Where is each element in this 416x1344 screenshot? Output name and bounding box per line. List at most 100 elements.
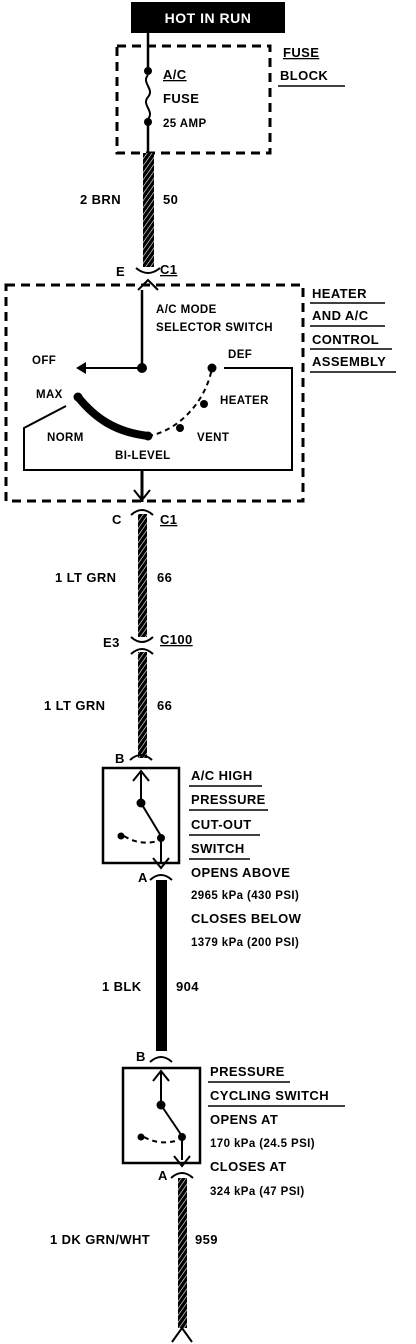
wire-1-dk-grn-wht-959 xyxy=(178,1178,187,1328)
connector-c1-top-pin: E xyxy=(116,264,125,279)
connector-c1-bottom-pin: C xyxy=(112,512,122,527)
connector-c1-bottom-male-icon xyxy=(133,489,151,502)
selector-output-bus xyxy=(23,367,293,471)
connector-c1-top: E C1 xyxy=(116,262,177,291)
selector-switch-label-1: A/C MODE xyxy=(156,304,217,316)
cycling-switch-bottom-arrow-icon xyxy=(173,1155,191,1168)
wire-1-lt-grn-66-upper xyxy=(138,514,147,637)
terminal-def xyxy=(207,363,217,373)
high-switch-housing xyxy=(101,766,181,865)
high-switch-sensor-terminal xyxy=(117,832,125,840)
cycling-switch-spec-1: OPENS AT xyxy=(210,1112,278,1127)
high-switch-sensor-link xyxy=(123,835,159,844)
high-switch-pin-a: A xyxy=(138,870,148,885)
wire-1-blk-904 xyxy=(156,880,167,1051)
high-switch-name-4: SWITCH xyxy=(191,841,245,856)
control-assembly-label-1: HEATER xyxy=(312,286,367,301)
position-heater-label: HEATER xyxy=(220,395,269,407)
high-switch-bottom-arrow-icon xyxy=(152,857,170,870)
high-switch-spec-2: 2965 kPa (430 PSI) xyxy=(191,890,299,902)
cycling-switch-housing xyxy=(121,1066,202,1165)
high-switch-name-2: PRESSURE xyxy=(191,792,266,807)
connector-c1-bottom-name: C1 xyxy=(160,512,177,527)
wire-2-brn-50 xyxy=(143,153,154,267)
fuse-name-1: A/C xyxy=(163,67,187,82)
high-switch-name-1: A/C HIGH xyxy=(191,768,253,783)
high-switch-spec-3: CLOSES BELOW xyxy=(191,911,302,926)
connector-c100: E3 C100 xyxy=(103,632,193,655)
fuse-element-icon xyxy=(145,74,151,120)
connector-c100-name: C100 xyxy=(160,632,193,647)
terminal-vent xyxy=(176,424,184,432)
position-def-label: DEF xyxy=(228,349,252,361)
connector-c1-top-cap-icon xyxy=(135,267,161,274)
terminal-max xyxy=(73,392,83,402)
high-pressure-cutout-switch: B A A/C HIGH PRESSURE CUT-OUT SWITCH OPE… xyxy=(101,751,302,949)
connector-c100-upper-icon xyxy=(130,636,154,643)
high-switch-pin-b-cap-icon xyxy=(129,754,153,761)
wire-50-circuit: 50 xyxy=(163,192,178,207)
cycling-switch-sensor-link xyxy=(143,1136,180,1144)
control-assembly-label-4: ASSEMBLY xyxy=(312,354,386,369)
connector-c100-pin: E3 xyxy=(103,635,120,650)
control-assembly-label-2: AND A/C xyxy=(312,308,369,323)
high-switch-pin-b: B xyxy=(115,751,125,766)
terminal-heater xyxy=(200,400,208,408)
control-assembly-label-3: CONTROL xyxy=(312,332,379,347)
high-switch-name-3: CUT-OUT xyxy=(191,817,252,832)
terminal-bilevel xyxy=(143,431,153,441)
high-switch-spec-1: OPENS ABOVE xyxy=(191,865,290,880)
fuse-block-label-1: FUSE xyxy=(283,45,319,60)
connector-c1-bottom: C C1 xyxy=(112,489,177,527)
heater-ac-control-assembly: HEATER AND A/C CONTROL ASSEMBLY A/C MODE… xyxy=(4,283,396,503)
cycling-switch-pin-a: A xyxy=(158,1168,168,1183)
wire-1-lt-grn-label-lower: 1 LT GRN xyxy=(44,698,105,713)
wire-959-circuit: 959 xyxy=(195,1232,218,1247)
position-off-label: OFF xyxy=(32,355,56,367)
cycling-switch-spec-2: 170 kPa (24.5 PSI) xyxy=(210,1138,315,1150)
position-max-label: MAX xyxy=(36,389,63,401)
high-switch-pin-a-cap-icon xyxy=(149,874,173,881)
connector-c1-top-name: C1 xyxy=(160,262,177,277)
connector-c100-lower-icon xyxy=(130,648,154,655)
cycling-switch-name-2: CYCLING SWITCH xyxy=(210,1088,329,1103)
control-assembly-outline xyxy=(4,283,305,503)
cycling-switch-sensor-terminal xyxy=(137,1133,145,1141)
cycling-switch-name-1: PRESSURE xyxy=(210,1064,285,1079)
selector-arc-contact-icon xyxy=(74,393,152,440)
wire-66-circuit-upper: 66 xyxy=(157,570,172,585)
wire-66-circuit-lower: 66 xyxy=(157,698,172,713)
connector-c1-bottom-cap-icon xyxy=(130,509,154,516)
position-vent-label: VENT xyxy=(197,432,229,444)
selector-arc-dashed-icon xyxy=(147,367,213,437)
high-switch-blade xyxy=(140,802,162,837)
fuse-block-outline xyxy=(115,44,272,155)
wire-1-dk-grn-wht-label: 1 DK GRN/WHT xyxy=(50,1232,150,1247)
cycling-switch-spec-3: CLOSES AT xyxy=(210,1159,287,1174)
selector-wiper-arrow-icon xyxy=(76,362,86,374)
connector-c1-top-male-icon xyxy=(137,278,159,291)
fuse-name-2: FUSE xyxy=(163,91,199,106)
position-bilevel-label: BI-LEVEL xyxy=(115,450,171,462)
fuse-block: FUSE BLOCK A/C FUSE 25 AMP xyxy=(115,44,345,155)
wire-2-brn-label: 2 BRN xyxy=(80,192,121,207)
fuse-terminal-top xyxy=(144,67,152,75)
cycling-switch-pin-b: B xyxy=(136,1049,146,1064)
cycling-switch-spec-4: 324 kPa (47 PSI) xyxy=(210,1186,305,1198)
wire-1-lt-grn-66-lower xyxy=(138,652,147,758)
cycling-switch-pin-b-cap-icon xyxy=(149,1056,173,1063)
cycling-switch-pin-a-cap-icon xyxy=(170,1172,194,1179)
position-norm-label: NORM xyxy=(47,432,84,444)
pressure-cycling-switch: B A PRESSURE CYCLING SWITCH OPENS AT 170… xyxy=(121,1049,345,1198)
high-switch-spec-4: 1379 kPa (200 PSI) xyxy=(191,937,299,949)
header-background xyxy=(131,2,285,33)
wire-1-lt-grn-label-upper: 1 LT GRN xyxy=(55,570,116,585)
wire-959-continuation-arrow-icon xyxy=(171,1326,193,1343)
fuse-rating: 25 AMP xyxy=(163,118,207,130)
fuse-block-label-2: BLOCK xyxy=(280,68,328,83)
selector-switch-label-2: SELECTOR SWITCH xyxy=(156,322,273,334)
cycling-switch-blade xyxy=(160,1104,183,1137)
hot-in-run-header: HOT IN RUN xyxy=(131,2,285,33)
wire-1-blk-label: 1 BLK xyxy=(102,979,142,994)
